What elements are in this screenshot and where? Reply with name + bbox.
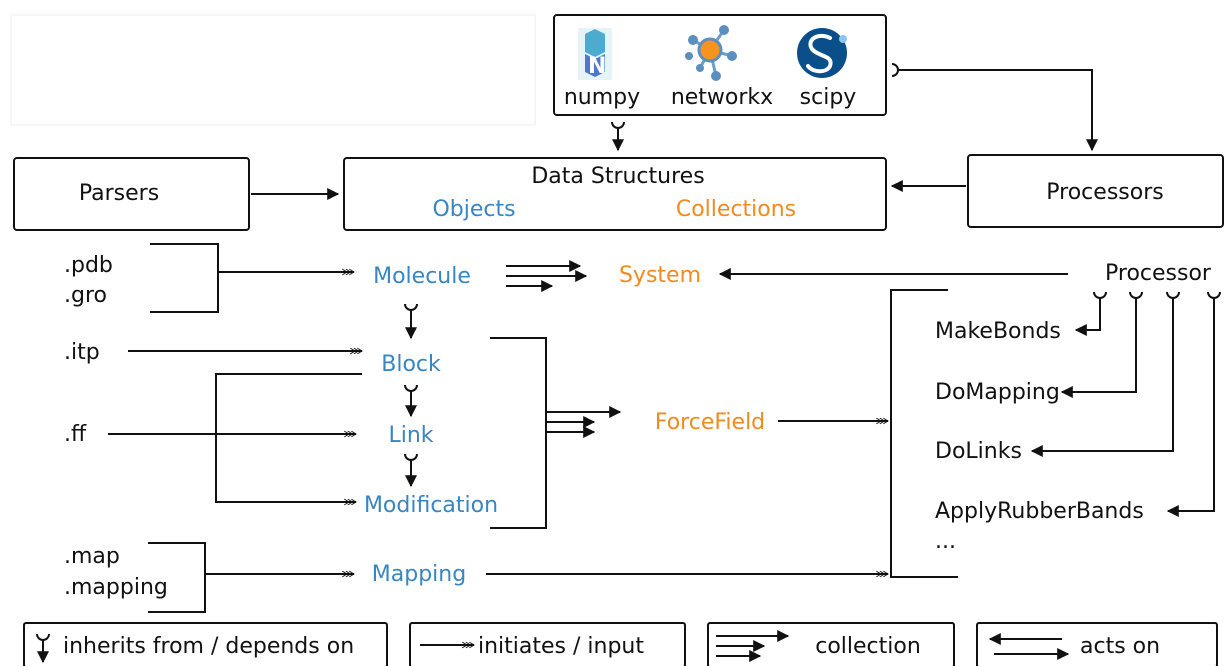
legend-inherits-label: inherits from / depends on (63, 634, 354, 659)
data-structures-title: Data Structures (531, 164, 704, 189)
processor-item-dolinks: DoLinks (935, 439, 1022, 464)
molecule-node: Molecule (373, 264, 471, 289)
input-map: .map (64, 544, 120, 569)
scipy-icon (797, 28, 847, 78)
modification-node: Modification (364, 493, 498, 518)
legend-collection: collection (707, 622, 955, 666)
legend-acts-on: acts on (976, 622, 1218, 666)
processors-label: Processors (1046, 180, 1163, 205)
processor-item-domapping: DoMapping (935, 380, 1060, 405)
networkx-icon (685, 25, 737, 81)
networkx-label: networkx (671, 85, 773, 110)
parsers-box: Parsers (13, 157, 250, 231)
legend-initiates-label: initiates / input (478, 634, 644, 659)
processors-box: Processors (967, 154, 1224, 228)
processor-item-applyrubberbands: ApplyRubberBands (935, 499, 1144, 524)
collections-legend-label: Collections (676, 197, 796, 222)
forcefield-node: ForceField (655, 410, 765, 435)
input-itp: .itp (64, 340, 100, 365)
legend-initiates: initiates / input (409, 622, 686, 666)
numpy-label: numpy (564, 85, 640, 110)
input-gro: .gro (64, 283, 107, 308)
objects-legend-label: Objects (432, 197, 515, 222)
parsers-label: Parsers (79, 181, 159, 206)
link-node: Link (388, 423, 433, 448)
input-mapping: .mapping (64, 575, 168, 600)
processor-item-more: ... (935, 529, 956, 554)
scipy-label: scipy (800, 85, 857, 110)
svg-text:N: N (588, 54, 606, 79)
legend-collection-label: collection (815, 634, 921, 659)
input-pdb: .pdb (64, 253, 113, 278)
numpy-icon: N (578, 28, 612, 80)
input-ff: .ff (64, 422, 87, 447)
legend-inherits: inherits from / depends on (23, 622, 388, 666)
legend-acts-on-label: acts on (1080, 634, 1160, 659)
system-node: System (619, 263, 701, 288)
block-node: Block (381, 352, 441, 377)
data-structures-box: Data Structures Objects Collections (343, 157, 887, 231)
mapping-node: Mapping (372, 562, 466, 587)
processor-item-makebonds: MakeBonds (935, 319, 1061, 344)
dependencies-box: N numpy networkx scipy (553, 14, 887, 116)
processor-label: Processor (1105, 261, 1212, 286)
